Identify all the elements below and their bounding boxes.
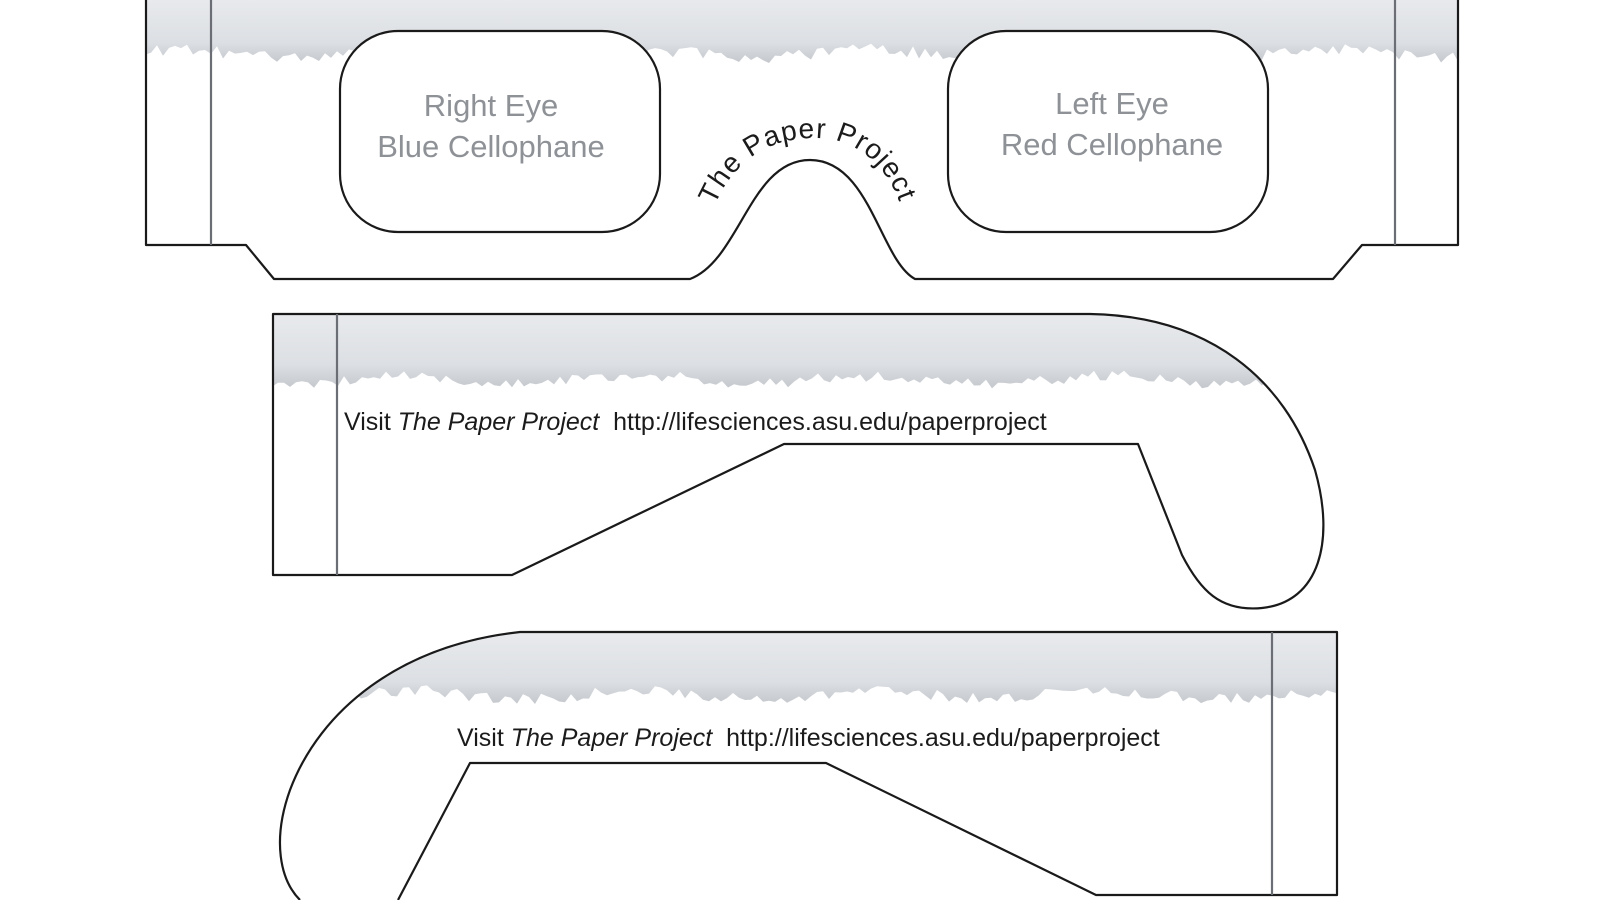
right-lens-label-1: Right Eye bbox=[424, 88, 558, 123]
front-outline bbox=[144, 0, 1460, 281]
torn-paper-band-front bbox=[146, 0, 1458, 64]
left-lens-label-2: Red Cellophane bbox=[1001, 127, 1223, 162]
left-arm-piece: Visit The Paper Project http://lifescien… bbox=[278, 630, 1339, 900]
right-arm-outline bbox=[271, 312, 1325, 610]
left-lens-label-1: Left Eye bbox=[1055, 86, 1169, 121]
right-arm-visit-text: Visit The Paper Project http://lifescien… bbox=[344, 408, 1047, 436]
torn-paper-band-right-arm bbox=[273, 314, 1324, 389]
torn-paper-band-left-arm bbox=[279, 632, 1337, 705]
left-lens-cutout bbox=[946, 29, 1270, 234]
right-lens-label-2: Blue Cellophane bbox=[377, 129, 605, 164]
right-lens-cutout bbox=[338, 29, 662, 234]
left-arm-outline bbox=[278, 630, 1339, 900]
left-arm-visit-text: Visit The Paper Project http://lifescien… bbox=[457, 724, 1160, 752]
front-piece: Right Eye Blue Cellophane Left Eye Red C… bbox=[144, 0, 1460, 281]
right-arm-piece: Visit The Paper Project http://lifescien… bbox=[271, 312, 1325, 610]
